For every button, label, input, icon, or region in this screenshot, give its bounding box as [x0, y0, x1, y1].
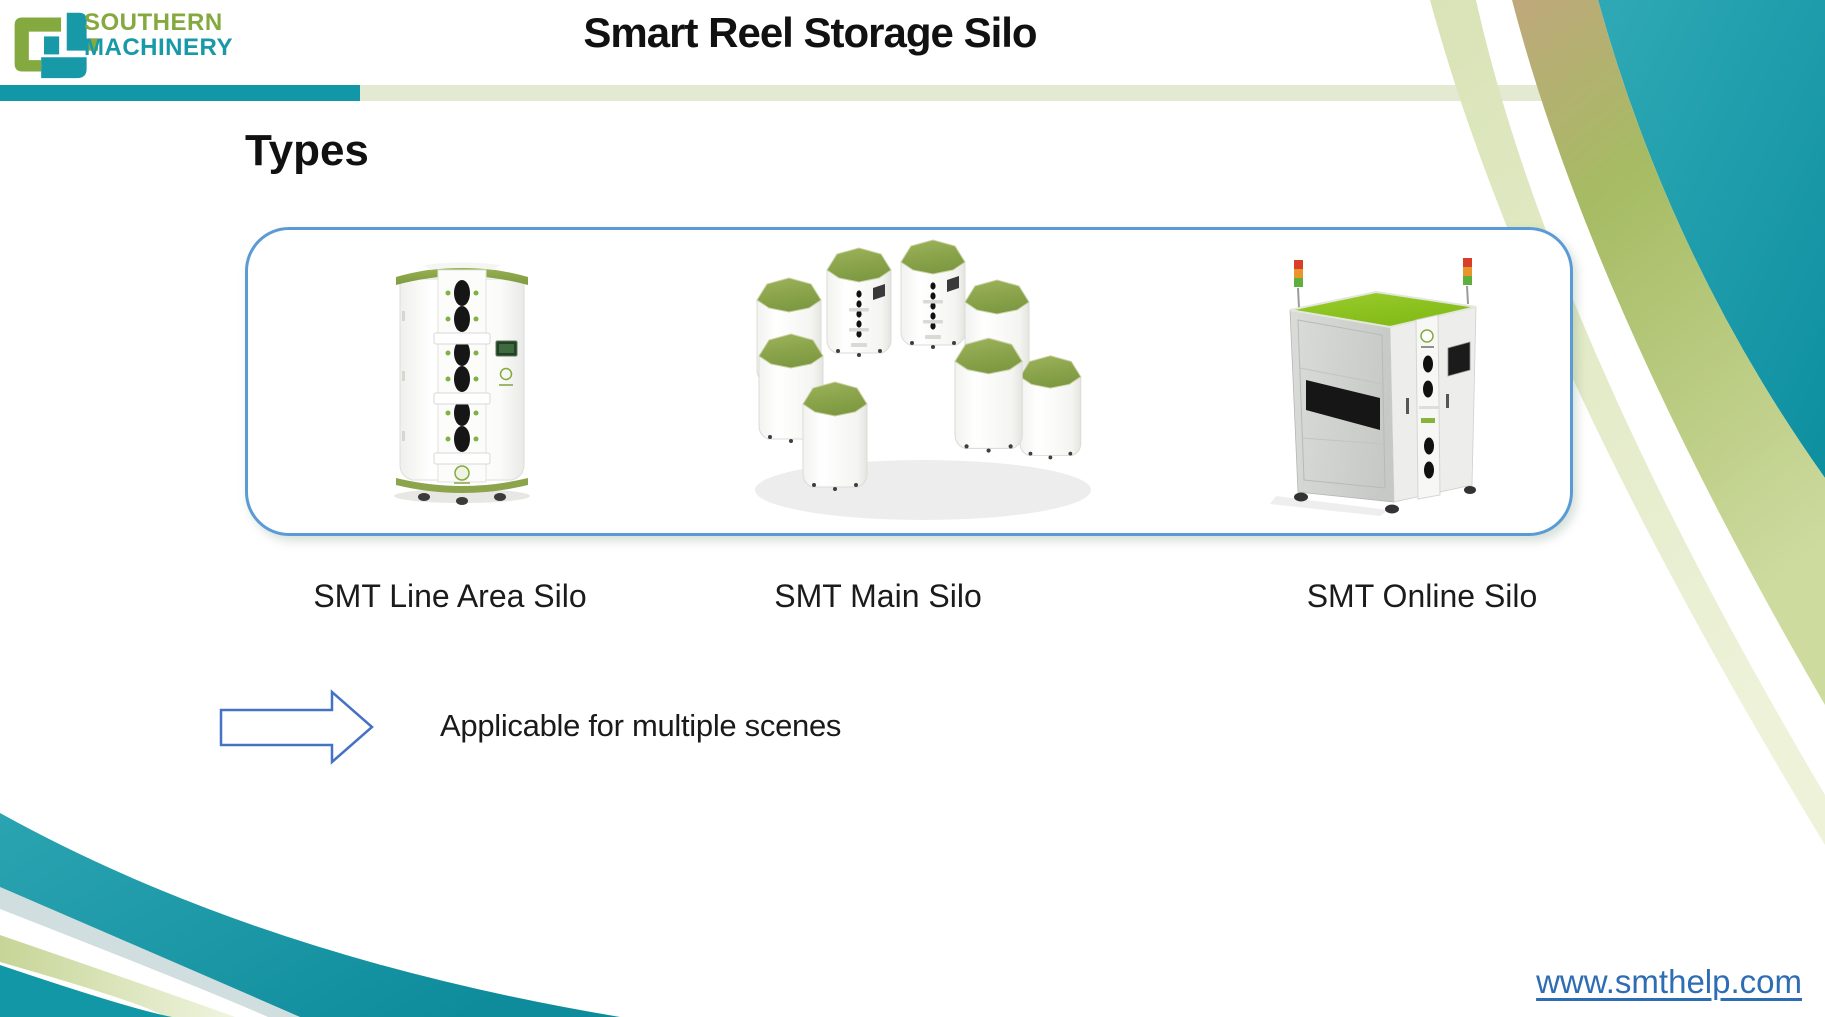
product-label-online-silo: SMT Online Silo	[1306, 578, 1538, 614]
product-label-line-area-silo: SMT Line Area Silo	[313, 578, 587, 614]
smt-main-silo-image	[755, 239, 1091, 520]
company-name-line1: SOUTHERN	[84, 9, 223, 36]
callout-text: Applicable for multiple scenes	[440, 708, 842, 743]
smt-line-area-silo-image	[394, 262, 530, 505]
website-link[interactable]: www.smthelp.com	[1536, 963, 1802, 1000]
smt-online-silo-image	[1270, 258, 1477, 516]
section-heading: Types	[245, 126, 369, 175]
company-name-line2: MACHINERY	[84, 34, 233, 61]
header-bar-teal	[0, 85, 360, 101]
slide-title: Smart Reel Storage Silo	[583, 9, 1037, 56]
corner-swoosh-bottom-left-decoration	[0, 813, 620, 1017]
company-name: SOUTHERN MACHINERY	[84, 10, 233, 60]
company-logo-icon	[14, 12, 98, 79]
right-arrow-icon	[219, 689, 374, 765]
header-bar-light	[360, 85, 1825, 101]
product-label-main-silo: SMT Main Silo	[774, 578, 982, 614]
